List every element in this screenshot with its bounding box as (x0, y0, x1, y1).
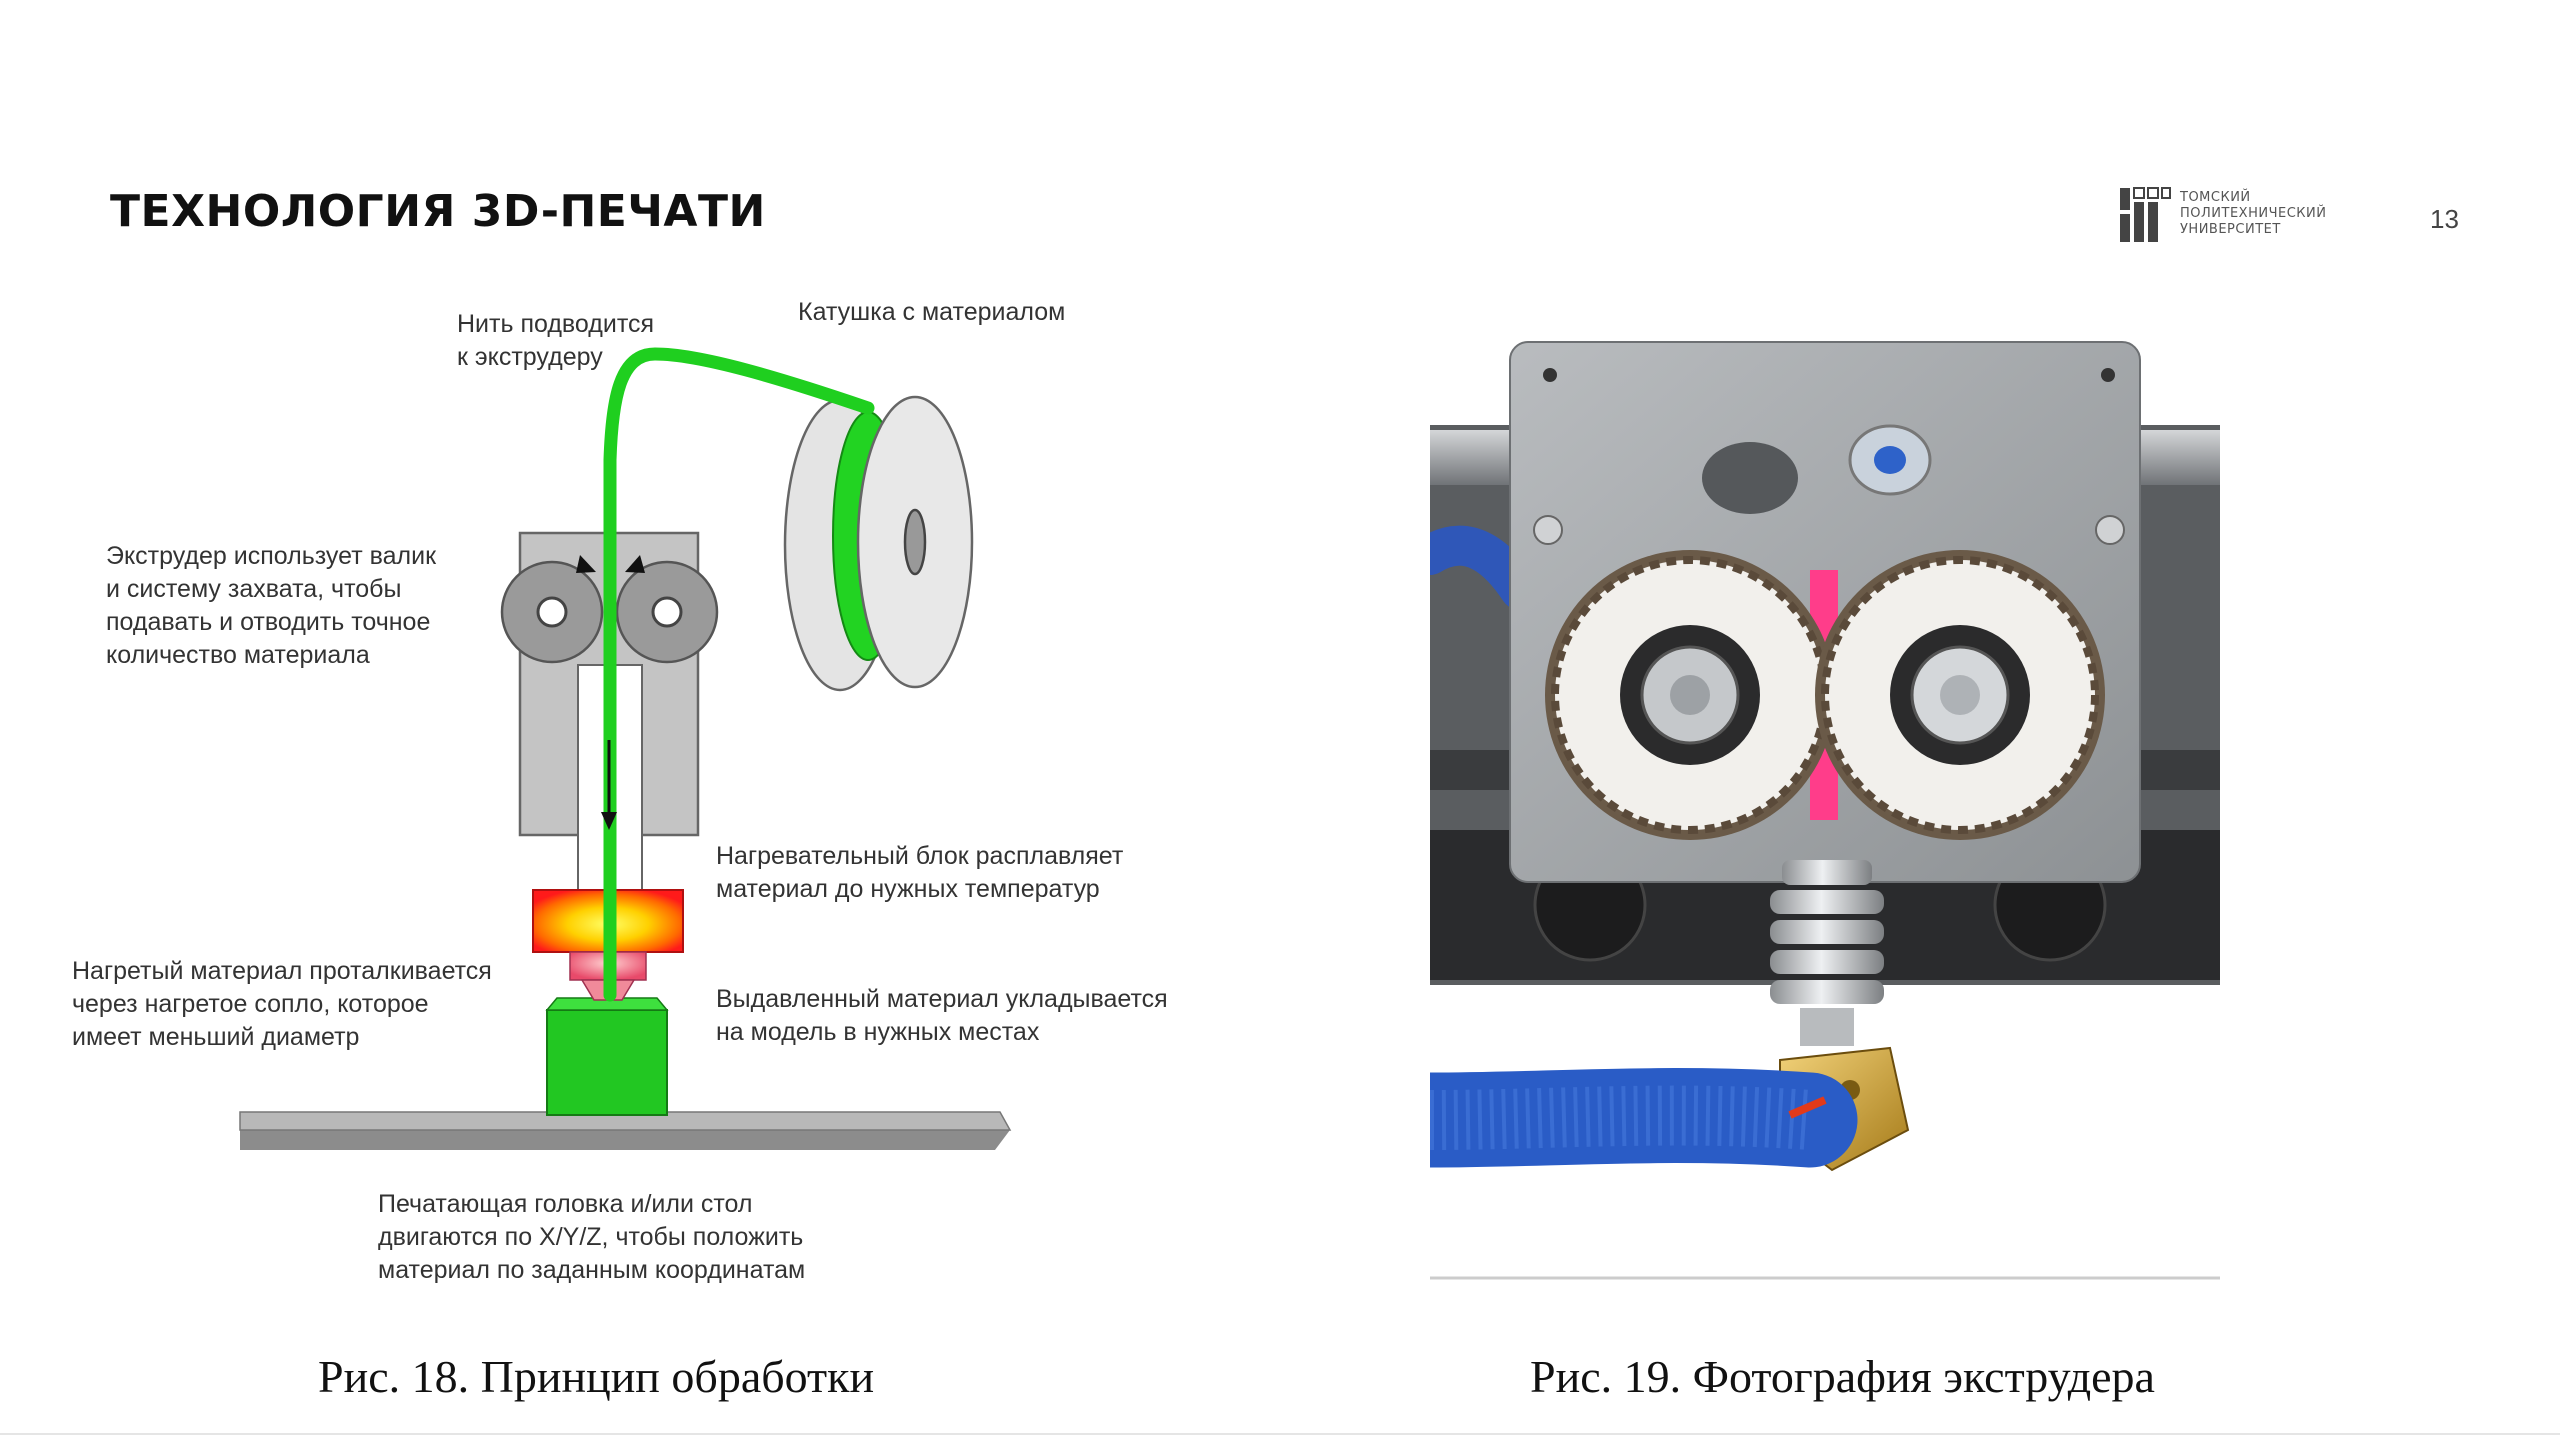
label-extruder: Экструдер использует валик и систему зах… (106, 542, 437, 669)
label-nozzle: Нагретый материал проталкивается через н… (72, 957, 492, 1051)
university-logo: ТОМСКИЙ ПОЛИТЕХНИЧЕСКИЙ УНИВЕРСИТЕТ (2118, 186, 2358, 246)
label-deposition: Выдавленный материал укладывается на мод… (716, 985, 1168, 1046)
logo-line-2: ПОЛИТЕХНИЧЕСКИЙ (2180, 206, 2327, 221)
filament-strand (603, 347, 875, 1002)
extruder-photo (1382, 330, 2230, 1280)
build-plate (239, 1111, 1012, 1150)
right-drive-gear (1815, 550, 2105, 840)
logo-line-1: ТОМСКИЙ (2180, 190, 2251, 205)
left-drive-gear (1545, 550, 1835, 840)
extrusion-diagram: Нить подводится к экструдеру Катушка с м… (60, 290, 1240, 1310)
extrusion-diagram-graphic (239, 347, 1012, 1150)
printed-model (545, 997, 669, 1116)
caption-figure-18: Рис. 18. Принцип обработки (318, 1351, 875, 1402)
caption-figure-19: Рис. 19. Фотография экструдера (1530, 1351, 2155, 1402)
tpu-logo-icon (2120, 187, 2171, 242)
extruder-photo-graphic (1382, 341, 2220, 1280)
label-spool: Катушка с материалом (798, 298, 1066, 326)
label-heater: Нагревательный блок расплавляет материал… (716, 842, 1124, 903)
bottom-divider (0, 1433, 2560, 1435)
slide-title: ТЕХНОЛОГИЯ 3D-ПЕЧАТИ (110, 186, 766, 237)
page-number: 13 (2430, 204, 2459, 234)
filament-spool (783, 395, 974, 692)
logo-line-3: УНИВЕРСИТЕТ (2180, 222, 2281, 237)
drive-rollers (500, 555, 719, 664)
down-arrow-icon (601, 740, 617, 830)
label-filament-feed: Нить подводится к экструдеру (457, 310, 655, 371)
heatsink (1770, 860, 1884, 1046)
label-motion: Печатающая головка и/или стол двигаются … (378, 1190, 806, 1284)
logo-text: ТОМСКИЙ ПОЛИТЕХНИЧЕСКИЙ УНИВЕРСИТЕТ (2180, 190, 2326, 238)
